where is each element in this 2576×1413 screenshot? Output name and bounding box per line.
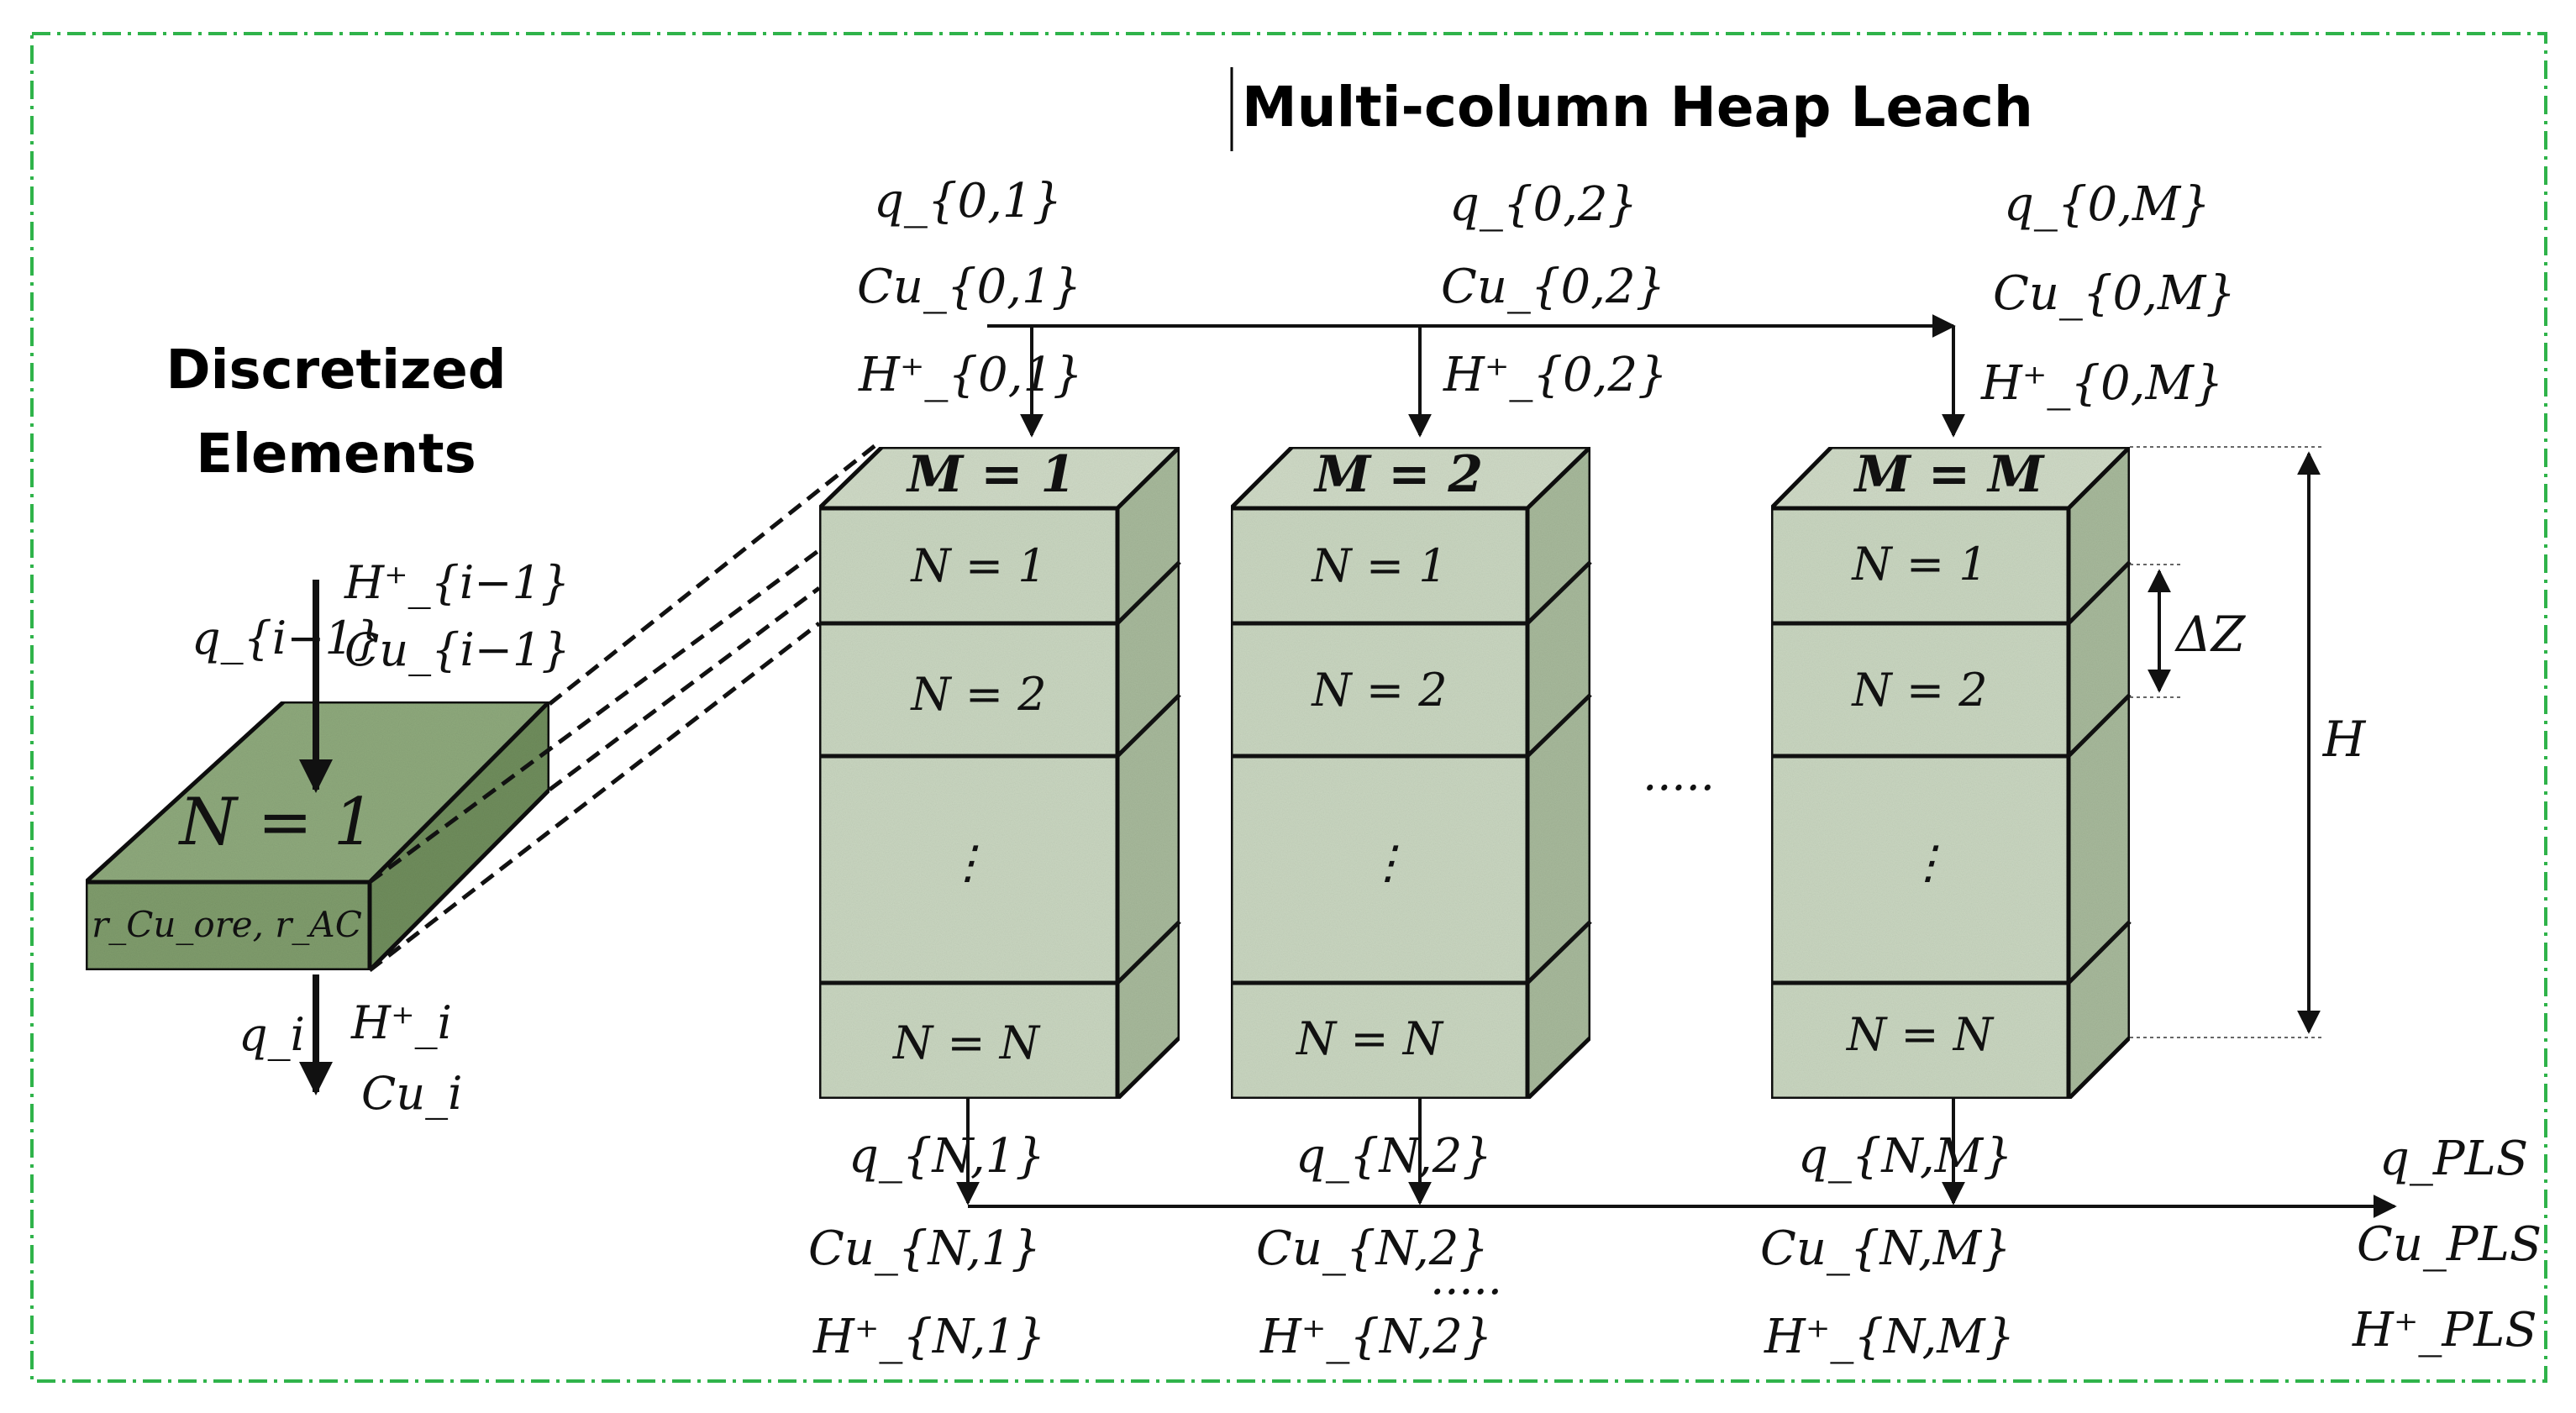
dimension-guides — [2130, 446, 2323, 1038]
colm-output-q: q_{N,M} — [1798, 1129, 2013, 1184]
column-2-header: M = 2 — [1313, 445, 1483, 504]
element-rates: r_Cu_ore, r_AC — [92, 904, 362, 945]
colm-input-cu: Cu_{0,M} — [1993, 266, 2236, 321]
column-m-cell-n: N = N — [1845, 1008, 1995, 1061]
colm-input-q: q_{0,M} — [2004, 177, 2211, 232]
column-2 — [1225, 442, 1596, 1104]
col2-output-q: q_{N,2} — [1296, 1129, 1492, 1184]
column-1-cell-2: N = 2 — [909, 668, 1046, 721]
column-2-cell-1: N = 1 — [1310, 539, 1447, 592]
column-1-header: M = 1 — [906, 445, 1075, 504]
element-inflow-q: q_{i−1} — [192, 612, 382, 664]
col2-input-q: q_{0,2} — [1449, 177, 1638, 232]
column-m-cell-2: N = 2 — [1850, 664, 1987, 717]
column-2-cell-vdots: ⋮ — [1365, 836, 1411, 889]
zoom-lines — [368, 444, 877, 972]
col2-output-cu: Cu_{N,2} — [1256, 1221, 1489, 1276]
pls-output-h: H⁺_PLS — [2352, 1303, 2537, 1358]
left-heading-line2: Elements — [196, 423, 476, 486]
pls-output-q: q_PLS — [2379, 1132, 2528, 1186]
outer-border — [30, 32, 2547, 1383]
col1-input-q: q_{0,1} — [874, 174, 1062, 228]
column-1-cell-1: N = 1 — [909, 539, 1046, 592]
col2-output-h: H⁺_{N,2} — [1259, 1310, 1493, 1364]
left-heading-line1: Discretized — [166, 339, 506, 402]
height-label: H — [2322, 711, 2367, 768]
col2-input-h: H⁺_{0,2} — [1443, 348, 1668, 402]
col1-input-h: H⁺_{0,1} — [858, 348, 1083, 402]
element-outflow-cu: Cu_i — [361, 1067, 462, 1120]
col1-output-cu: Cu_{N,1} — [808, 1221, 1041, 1276]
column-m — [1766, 441, 2136, 1105]
bottom-ellipsis: ..... — [1430, 1252, 1502, 1305]
delta-z-label: ΔZ — [2174, 606, 2247, 663]
column-m-cell-vdots: ⋮ — [1906, 836, 1951, 889]
col1-input-cu: Cu_{0,1} — [857, 260, 1081, 314]
element-inflow-h: H⁺_{i−1} — [344, 556, 570, 609]
colm-input-h: H⁺_{0,M} — [1980, 356, 2223, 411]
col2-input-cu: Cu_{0,2} — [1441, 260, 1665, 314]
element-label: N = 1 — [178, 785, 376, 860]
element-outflow-h: H⁺_i — [350, 996, 452, 1049]
col1-output-h: H⁺_{N,1} — [812, 1310, 1046, 1364]
column-2-cell-2: N = 2 — [1310, 664, 1447, 717]
column-m-cell-1: N = 1 — [1850, 538, 1987, 591]
column-1 — [813, 442, 1185, 1104]
colm-output-cu: Cu_{N,M} — [1760, 1221, 2011, 1276]
element-inflow-cu: Cu_{i−1} — [344, 623, 570, 676]
col1-output-q: q_{N,1} — [849, 1129, 1045, 1184]
column-1-cell-vdots: ⋮ — [945, 836, 991, 889]
columns-ellipsis: ..... — [1643, 748, 1715, 801]
column-2-cell-n: N = N — [1295, 1012, 1444, 1065]
colm-output-h: H⁺_{N,M} — [1764, 1310, 2015, 1364]
pls-output-cu: Cu_PLS — [2357, 1217, 2542, 1272]
column-1-cell-n: N = N — [891, 1016, 1041, 1069]
element-outflow-q: q_i — [239, 1008, 305, 1061]
column-m-header: M = M — [1853, 445, 2045, 504]
diagram-title: Multi-column Heap Leach — [1242, 75, 2033, 139]
